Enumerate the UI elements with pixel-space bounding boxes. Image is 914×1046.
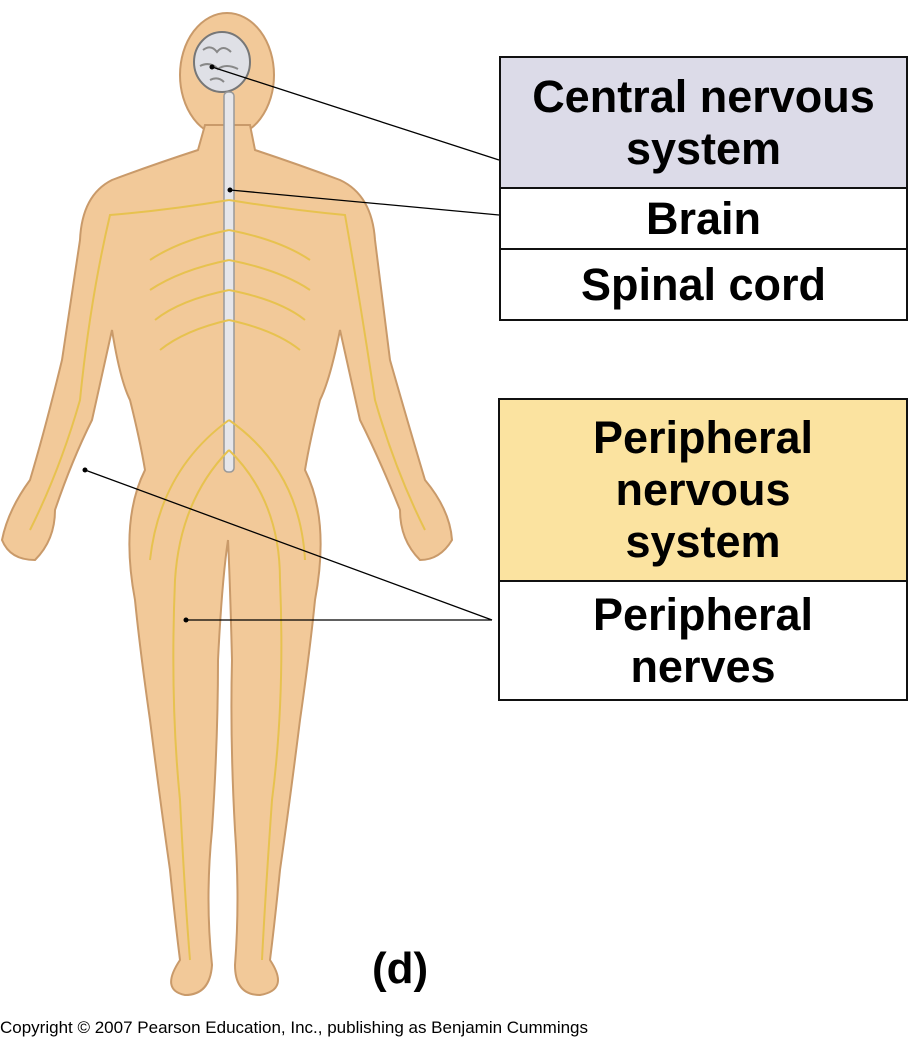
pns-item-peripheral-nerves: Peripheral nerves — [500, 580, 906, 699]
cns-item-spinal-cord: Spinal cord — [501, 248, 906, 319]
pns-title-line2: nervous — [615, 464, 791, 515]
pns-title-line3: system — [625, 516, 781, 567]
spinal-cord — [223, 91, 235, 473]
cns-title-line1: Central nervous — [532, 70, 875, 122]
pns-header: Peripheral nervous system — [500, 400, 906, 580]
leader-lines — [84, 66, 500, 621]
pns-title-line1: Peripheral — [592, 412, 814, 463]
cns-label-box: Central nervous system Brain Spinal cord — [499, 56, 908, 321]
pns-item-line1: Peripheral — [592, 588, 814, 640]
brain-icon — [193, 31, 251, 93]
cns-title-line2: system — [625, 122, 782, 174]
cns-header: Central nervous system — [501, 58, 906, 187]
panel-label: (d) — [372, 944, 429, 993]
pns-item-line2: nerves — [630, 640, 776, 692]
pns-label-box: Peripheral nervous system Peripheral ner… — [498, 398, 908, 701]
copyright-caption: Copyright © 2007 Pearson Education, Inc.… — [0, 1018, 589, 1037]
cns-item-brain: Brain — [501, 187, 906, 248]
peripheral-nerves — [29, 199, 426, 961]
